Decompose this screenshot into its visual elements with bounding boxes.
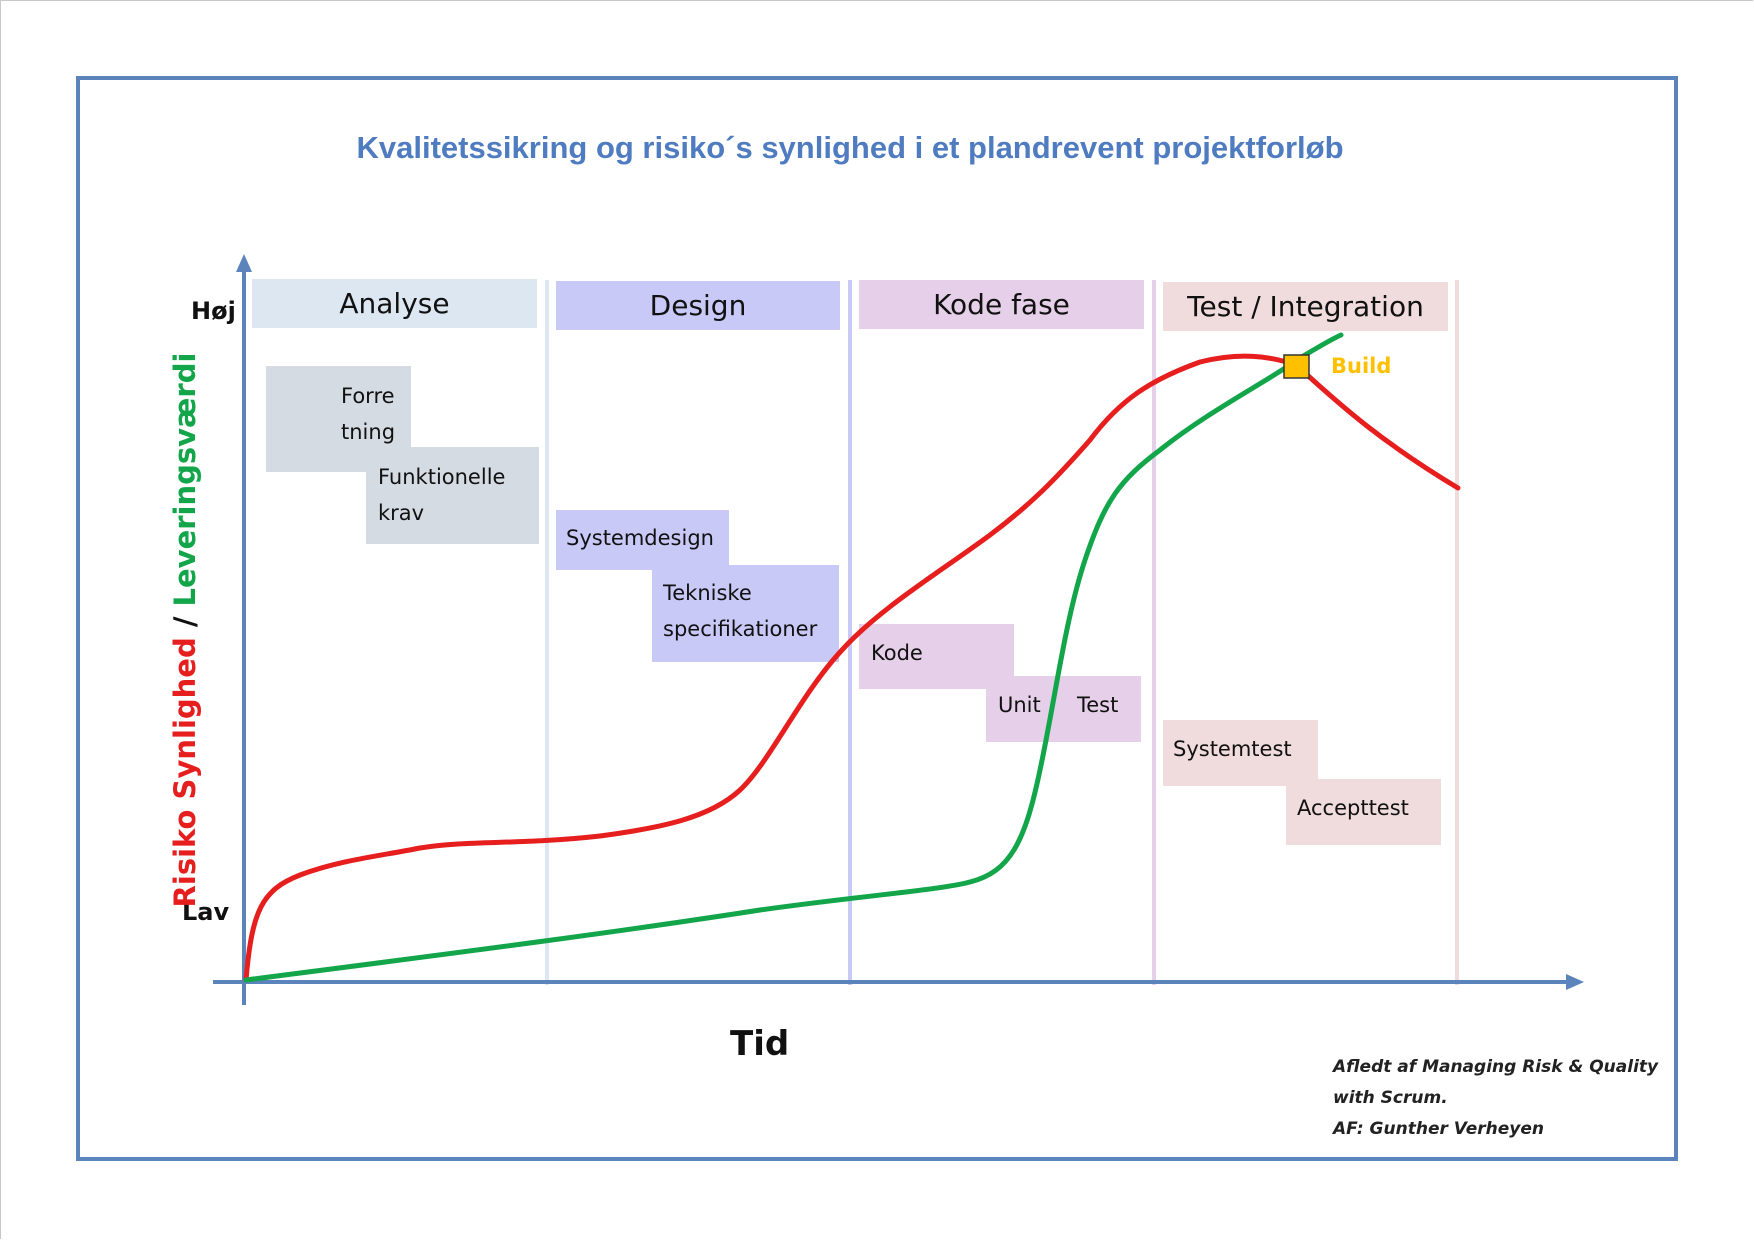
task-funktionelle-line2: krav — [378, 501, 425, 525]
task-systemdesign: Systemdesign — [566, 526, 714, 550]
task-block-tekniske-specifikationer: Tekniske specifikationer — [652, 565, 839, 662]
diagram-title: Kvalitetssikring og risiko´s synlighed i… — [356, 130, 1344, 165]
y-axis-title-value: Leveringsværdi — [168, 352, 202, 607]
x-axis-label: Tid — [730, 1024, 790, 1064]
task-test: Test — [1077, 693, 1119, 717]
task-accepttest: Accepttest — [1297, 796, 1409, 820]
source-credit: Afledt af Managing Risk & Quality with S… — [1333, 1052, 1658, 1145]
phase-label-kode-fase: Kode fase — [933, 288, 1070, 321]
phase-label-analyse: Analyse — [339, 287, 450, 320]
y-axis-title-risk: Risiko Synlighed — [168, 637, 202, 908]
phase-header-design: Design — [556, 281, 840, 330]
task-forretning-line2: tning — [341, 420, 396, 444]
task-block-accepttest: Accepttest — [1286, 779, 1441, 845]
phase-header-analyse: Analyse — [252, 279, 537, 328]
phase-label-test-integration: Test / Integration — [1187, 290, 1424, 323]
phase-header-kode-fase: Kode fase — [859, 280, 1144, 329]
task-kode: Kode — [871, 641, 923, 665]
task-unit: Unit — [998, 693, 1041, 717]
task-tekniske-line2: specifikationer — [663, 617, 818, 641]
task-block-funktionelle-krav: Funktionelle krav — [366, 447, 539, 544]
credit-line-2: with Scrum. — [1333, 1088, 1448, 1108]
task-funktionelle-line1: Funktionelle — [378, 465, 506, 489]
task-block-systemdesign: Systemdesign — [556, 510, 729, 570]
x-axis-arrowhead — [1566, 974, 1584, 990]
build-label: Build — [1331, 354, 1392, 378]
y-axis-title-separator: / — [168, 606, 202, 638]
y-axis-title: Risiko Synlighed / Leveringsværdi — [168, 353, 202, 908]
y-axis-arrowhead — [236, 254, 252, 272]
task-block-systemtest: Systemtest — [1163, 720, 1318, 786]
phase-label-design: Design — [649, 289, 747, 322]
task-forretning-line1: Forre — [341, 384, 395, 408]
task-systemtest: Systemtest — [1173, 737, 1292, 761]
credit-line-3: AF: Gunther Verheyen — [1333, 1119, 1544, 1139]
diagram-frame — [76, 76, 1678, 1161]
phase-header-test-integration: Test / Integration — [1163, 282, 1448, 331]
credit-line-1: Afledt af Managing Risk & Quality — [1333, 1057, 1659, 1077]
y-axis-low-label: Lav — [182, 898, 230, 926]
task-tekniske-line1: Tekniske — [663, 581, 752, 605]
task-block-unit-test: Unit Test — [986, 676, 1141, 742]
y-axis-high-label: Høj — [191, 297, 236, 325]
